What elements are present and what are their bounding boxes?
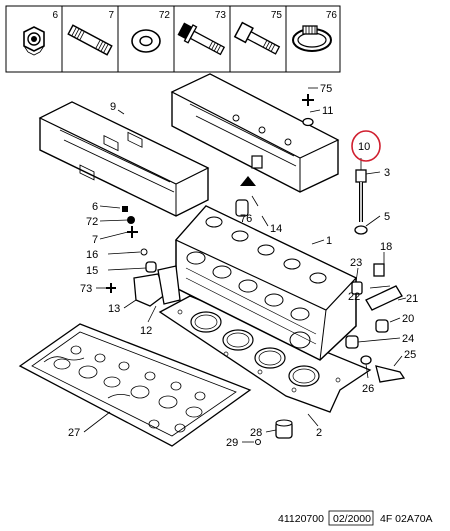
callout-5: 5	[384, 211, 390, 223]
callout-6: 6	[92, 201, 98, 213]
highlight-circle	[351, 130, 381, 162]
bolt-icon	[233, 21, 281, 55]
callout-72: 72	[86, 216, 98, 228]
callout-75: 75	[320, 83, 332, 95]
callout-13: 13	[108, 303, 120, 315]
rocker-cover-right	[170, 73, 340, 193]
callout-29: 29	[226, 437, 238, 449]
callout-27: 27	[68, 427, 80, 439]
callout-15: 15	[86, 265, 98, 277]
callout-18: 18	[380, 241, 392, 253]
callout-9: 9	[110, 101, 116, 113]
callout-26: 26	[362, 383, 374, 395]
callout-numbers: 75 11 10 9 3 5 6 72 7 76 14 1 16 15 18 7…	[68, 83, 418, 449]
callout-14: 14	[270, 223, 282, 235]
footer-ref: 41120700	[278, 513, 324, 525]
callout-3: 3	[384, 167, 390, 179]
callout-16: 16	[86, 249, 98, 261]
callout-73: 73	[80, 283, 92, 295]
callout-11: 11	[322, 105, 333, 117]
footer-date: 02/2000	[333, 513, 371, 525]
rocker-cover-gasket	[18, 323, 252, 447]
callout-12: 12	[140, 325, 152, 337]
callout-2: 2	[316, 427, 322, 439]
header-num-6: 76	[326, 10, 338, 21]
header-num-5: 75	[271, 10, 283, 21]
cylinder-head-gasket	[158, 295, 372, 413]
washer-icon	[131, 29, 161, 53]
callout-25: 25	[404, 349, 416, 361]
callout-1: 1	[326, 235, 332, 247]
header-num-1: 6	[52, 10, 58, 21]
callout-24: 24	[402, 333, 414, 345]
callout-76: 76	[240, 213, 252, 225]
header-num-2: 7	[108, 10, 114, 21]
footer-code: 4F 02A70A	[380, 513, 433, 525]
callout-7: 7	[92, 234, 98, 246]
small-parts	[106, 94, 406, 445]
callout-22: 22	[348, 291, 360, 303]
callout-23: 23	[350, 257, 362, 269]
footer-date-box	[328, 510, 374, 526]
header-num-4: 73	[215, 10, 227, 21]
header-part-bar: 6 7 72 73 75 76	[5, 5, 341, 73]
callout-20: 20	[402, 313, 414, 325]
hose-clamp-icon	[292, 25, 332, 52]
footer: 41120700 02/2000 4F 02A70A	[278, 510, 433, 526]
callout-10: 10	[358, 141, 370, 153]
leader-lines	[83, 87, 407, 443]
callout-21: 21	[406, 293, 418, 305]
callout-28: 28	[250, 427, 262, 439]
flange-bolt-icon	[177, 22, 226, 56]
header-num-3: 72	[159, 10, 171, 21]
rocker-cover-left	[38, 101, 210, 217]
nut-icon	[23, 26, 45, 56]
stud-icon	[67, 24, 113, 56]
